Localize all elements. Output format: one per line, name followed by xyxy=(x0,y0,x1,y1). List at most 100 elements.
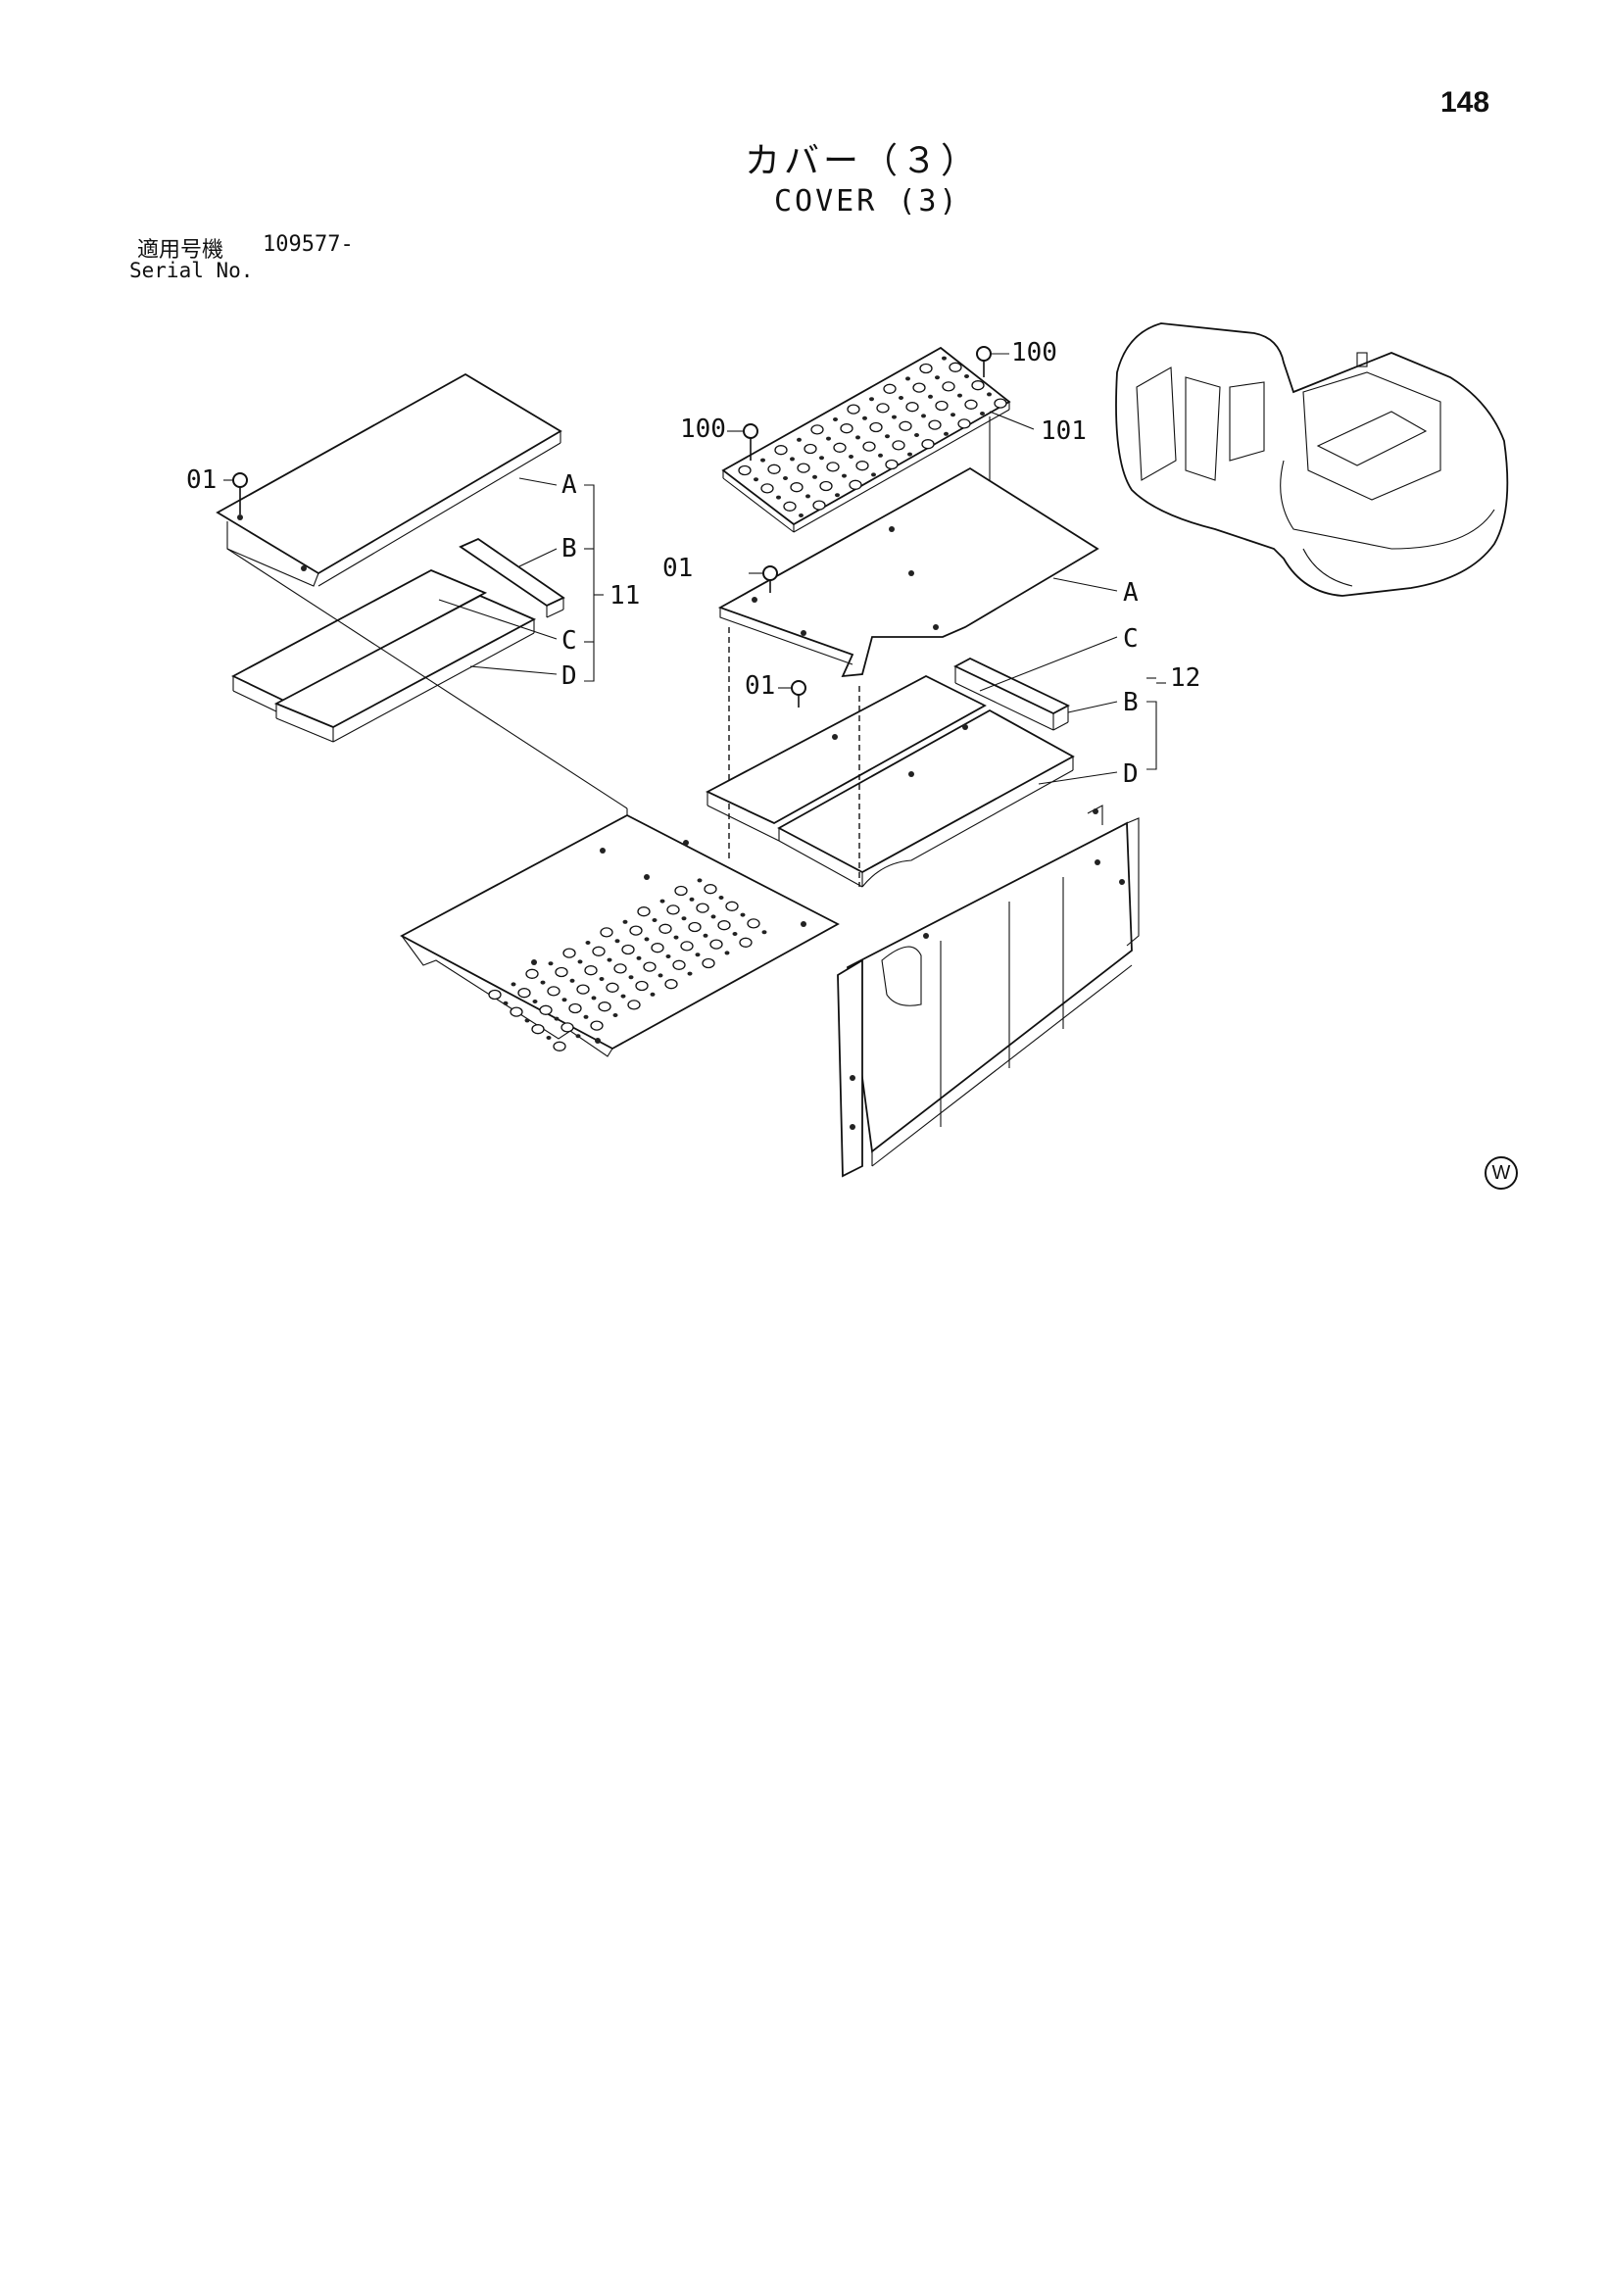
perforation-hole xyxy=(747,918,760,929)
perforation-hole xyxy=(540,980,546,985)
perforation-hole xyxy=(914,433,919,437)
perforation-hole xyxy=(804,443,817,455)
perforation-hole xyxy=(819,480,833,492)
perforation-hole xyxy=(590,1020,604,1031)
perforation-hole xyxy=(697,878,703,883)
left-part-d-label: D xyxy=(561,661,577,691)
right-screw-2-label: 01 xyxy=(745,671,775,701)
perforation-hole xyxy=(592,946,606,956)
perforation-hole xyxy=(664,979,678,990)
perforation-hole xyxy=(885,459,899,470)
perforation-hole xyxy=(819,456,824,461)
perforation-hole xyxy=(738,464,752,476)
perforation-hole xyxy=(905,376,910,381)
perforation-hole xyxy=(628,975,634,980)
perforation-hole xyxy=(783,501,797,512)
right-part-d-label: D xyxy=(1123,759,1139,789)
perforation-hole xyxy=(928,419,942,430)
right-callouts: 100 100 101 01 01 A C B D 12 xyxy=(662,338,1200,789)
perforation-hole xyxy=(511,982,516,987)
right-part-c-label: C xyxy=(1123,624,1139,654)
side-panel xyxy=(837,805,1140,1178)
serial-number-value: 109577- xyxy=(263,232,354,257)
perforation-hole xyxy=(650,992,656,997)
perforation-hole xyxy=(643,961,657,972)
perforation-hole xyxy=(761,930,767,935)
perforation-hole xyxy=(878,453,883,458)
perforation-hole xyxy=(531,1024,545,1035)
perforation-hole xyxy=(724,951,730,955)
bolt-icon-left xyxy=(743,423,758,461)
perforation-hole xyxy=(935,375,940,380)
floor-plate xyxy=(400,813,840,1057)
perforation-hole xyxy=(812,500,826,511)
perforation-hole xyxy=(673,935,679,940)
perforation-hole xyxy=(919,363,933,374)
perforation-hole xyxy=(899,420,912,431)
perforation-hole xyxy=(503,1001,509,1005)
perforation-hole xyxy=(591,996,597,1001)
perforation-hole xyxy=(637,906,651,917)
perforation-hole xyxy=(635,980,649,992)
perforation-hole xyxy=(575,1034,581,1039)
perforation-hole xyxy=(568,1002,582,1014)
perforation-hole xyxy=(907,452,912,457)
perforation-hole xyxy=(636,955,642,960)
perforation-hole xyxy=(790,482,804,493)
perforation-hole xyxy=(524,1018,530,1023)
perforation-hole xyxy=(696,903,709,913)
perforation-hole xyxy=(562,948,576,958)
perforation-hole xyxy=(810,424,824,435)
perforation-hole xyxy=(876,403,890,414)
perforation-hole xyxy=(658,973,663,978)
perforation-hole xyxy=(598,1001,611,1012)
perforation-hole xyxy=(672,959,686,970)
perforation-hole xyxy=(921,439,935,450)
perforation-hole xyxy=(627,1000,641,1010)
perforation-hole xyxy=(883,383,897,394)
perforation-hole xyxy=(554,1016,560,1021)
perforation-hole xyxy=(644,937,650,942)
perforation-hole xyxy=(885,434,890,439)
perforation-hole xyxy=(826,462,840,472)
perforation-hole xyxy=(964,399,978,410)
perforation-hole xyxy=(942,381,955,392)
perforation-hole xyxy=(517,988,531,999)
perforation-hole xyxy=(607,957,612,962)
perforation-hole xyxy=(585,941,591,945)
left-part-a-label: A xyxy=(561,470,577,500)
perforation-hole xyxy=(665,954,671,958)
perforation-hole xyxy=(488,989,502,1001)
perforation-hole xyxy=(849,479,862,490)
perforation-hole xyxy=(613,963,627,974)
plate-101-label: 101 xyxy=(1041,416,1087,446)
perforation-hole xyxy=(612,1013,618,1017)
perforation-hole xyxy=(833,442,847,453)
left-group-number: 11 xyxy=(609,581,640,611)
perforation-hole xyxy=(942,356,947,361)
perforation-hole xyxy=(687,971,693,976)
perforation-hole xyxy=(689,897,695,902)
perforation-hole xyxy=(774,445,788,456)
perforation-hole xyxy=(760,483,774,494)
perforation-hole xyxy=(971,380,985,391)
perforation-hole xyxy=(805,494,810,499)
perforation-hole xyxy=(957,418,971,429)
perforation-hole xyxy=(783,476,788,480)
perforation-pattern xyxy=(738,356,1007,517)
perforation-hole xyxy=(560,1022,574,1033)
perforation-hole xyxy=(584,965,598,976)
perforation-hole xyxy=(718,896,724,900)
page-number: 148 xyxy=(1440,86,1490,119)
right-plate-c xyxy=(705,674,987,825)
right-cover-assembly xyxy=(705,346,1099,888)
perforation-hole xyxy=(855,461,869,471)
page-title-japanese: カバー（３） xyxy=(745,141,981,181)
perforation-hole xyxy=(629,925,643,936)
perforation-hole xyxy=(869,421,883,433)
left-callouts: 01 A B C D 11 xyxy=(186,465,640,691)
right-screw-icon-2 xyxy=(791,680,806,708)
perforation-hole xyxy=(799,513,804,517)
perforation-hole xyxy=(539,1004,553,1015)
